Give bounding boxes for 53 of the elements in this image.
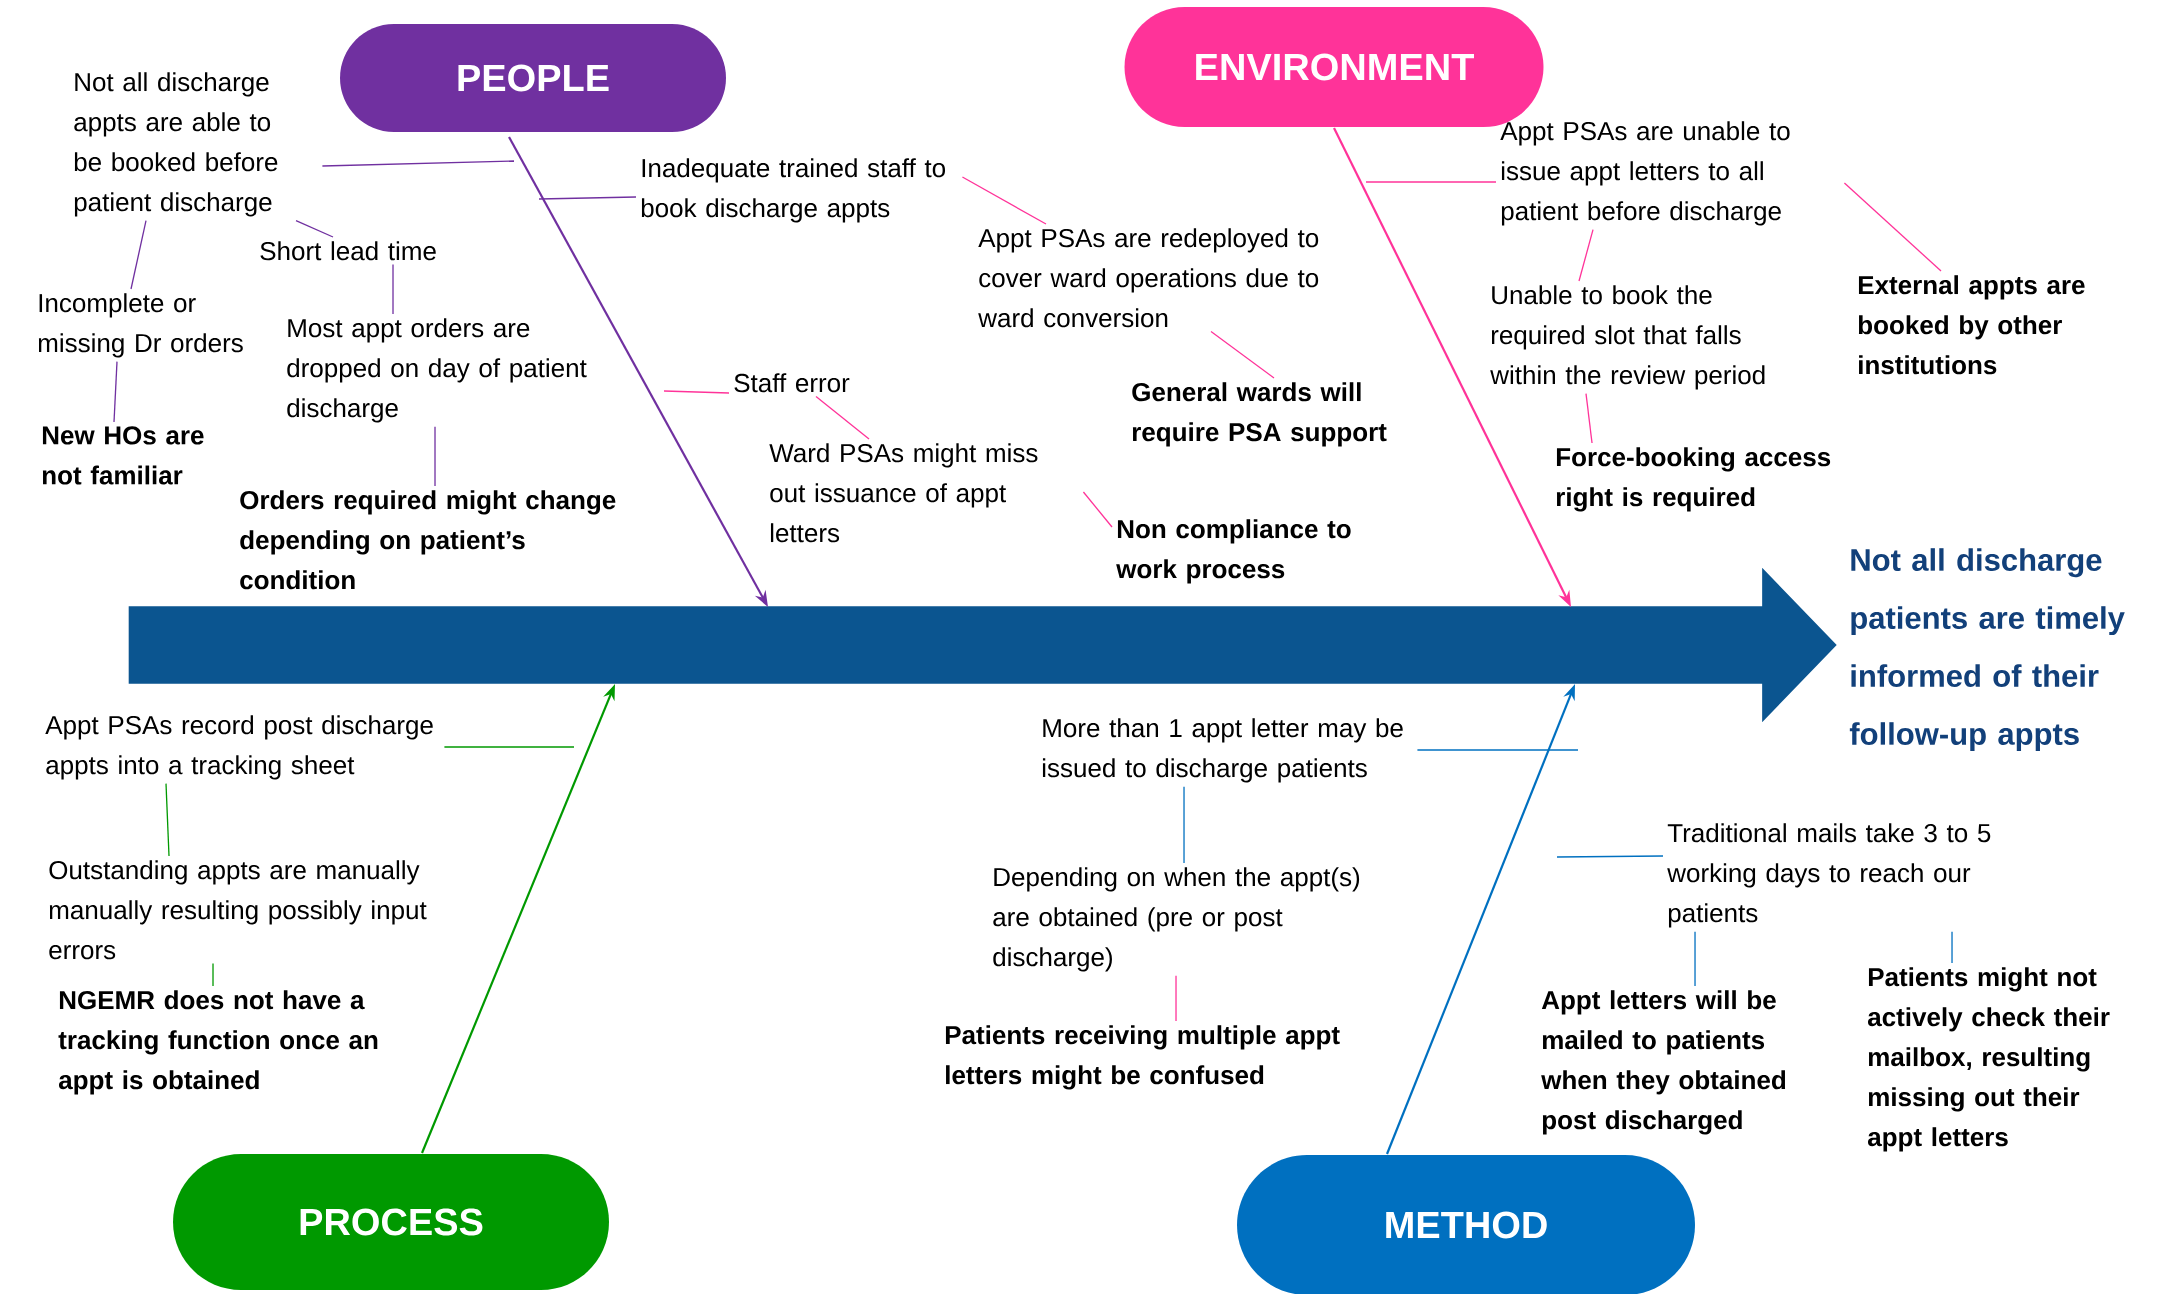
connector-line [212,962,214,987]
category-pill: METHOD [1237,1155,1695,1294]
cause-text: Depending on when the appt(s) are obtained (pre or post discharge) [993,867,1360,972]
connector-line [815,395,870,440]
cause-text: Inadequate trained staff to book discharge appts [641,158,946,223]
connector-line [1082,491,1113,528]
cause-text: Traditional mails take 3 to 5 working days to reach our patients [1667,823,1991,928]
cause-text: New HOs are not familiar [42,426,204,485]
cause-text: Force-booking access right is required [1556,447,1831,512]
cause-text: Patients receiving multiple appt letters might be confused [945,1025,1340,1090]
connector-line [113,361,118,423]
connector-line [1175,975,1177,1022]
connector-line [321,160,515,167]
connector-line [1556,855,1664,858]
cause-text: Orders required might change depending on patient’s condition [240,490,616,590]
cause-text: Non compliance to work process [1116,519,1351,584]
connector-line [1210,330,1275,379]
cause-text: NGEMR does not have a tracking function once an appt is obtained [58,990,378,1095]
cause-text: Unable to book the required slot that falls within the review period [1490,285,1765,390]
cause-text: General wards will require PSA support [1132,382,1387,447]
category-pill: PROCESS [173,1154,609,1290]
connector-line [1694,931,1696,987]
cause-text: Ward PSAs might miss out issuance of appt letters [769,443,1038,543]
connector-line [392,263,394,315]
connector-line [961,176,1047,225]
connector-line [434,426,436,487]
cause-text: Appt PSAs are redeployed to cover ward operations due to ward conversion [978,228,1319,328]
connector-line [1365,181,1497,183]
cause-text: More than 1 appt letter may be issued to discharge patients [1042,718,1403,783]
connector-line [443,746,575,748]
cause-text: Staff error [734,373,850,393]
cause-text: Not all discharge appts are able to be booked before patient discharge [74,72,278,217]
cause-text: Appt letters will be mailed to patients when they obtained post discharged [1541,990,1786,1135]
cause-text: Patients might not actively check their mailbox, resulting missing out their appt letters [1868,967,2110,1152]
cause-text: External appts are booked by other institutions [1858,275,2085,375]
cause-text: Outstanding appts are manually manually resulting possibly input errors [49,860,427,960]
connector-line [295,220,334,238]
connector-line [1416,749,1579,751]
cause-text: Short lead time [260,241,436,261]
connector-line [1843,182,1942,272]
connector-line [1578,229,1594,282]
category-pill: PEOPLE [340,24,726,132]
cause-text: Appt PSAs record post discharge appts into a tracking sheet [45,715,433,780]
connector-line [130,220,147,290]
cause-text: Most appt orders are dropped on day of patient discharge [287,318,587,423]
effect-text: Not all discharge patients are timely informed of their follow-up appts [1849,548,2125,752]
connector-line [663,390,730,394]
connector-line [538,196,637,200]
connector-line [1951,931,1953,964]
connector-line [1585,393,1593,444]
connector-line [165,783,170,857]
cause-text: Incomplete or missing Dr orders [38,293,243,358]
connector-line [1183,786,1185,864]
